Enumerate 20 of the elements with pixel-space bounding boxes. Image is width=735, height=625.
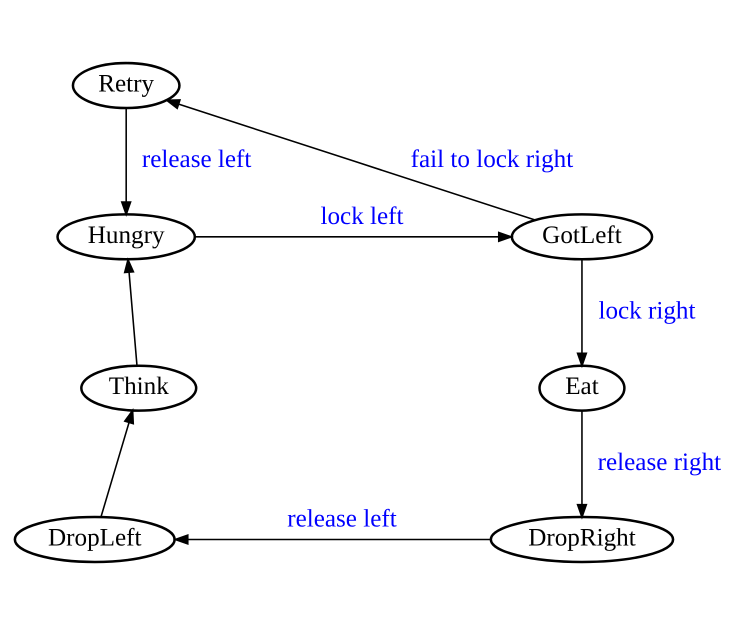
arrow	[195, 231, 514, 242]
arrow	[100, 408, 134, 518]
arrow	[172, 534, 491, 545]
arrow	[164, 99, 536, 221]
edge-label: release right	[598, 448, 722, 476]
edge-label: lock left	[320, 202, 404, 230]
edge-label: lock right	[598, 297, 696, 324]
node-ellipse: GotLeft	[510, 213, 654, 261]
node-ellipse: Hungry	[56, 213, 196, 261]
edge-label: release left	[142, 146, 252, 174]
node-ellipse: DropRight	[490, 516, 674, 564]
arrow	[576, 260, 588, 368]
node-ellipse: Think	[80, 364, 198, 412]
node-ellipse: Eat	[538, 364, 626, 412]
arrow	[576, 410, 588, 520]
arrow	[124, 257, 138, 366]
arrow	[120, 108, 132, 217]
node-ellipse: DropLeft	[14, 516, 176, 564]
edge-label: fail to lock right	[410, 146, 574, 174]
edge-label: release left	[287, 506, 397, 533]
